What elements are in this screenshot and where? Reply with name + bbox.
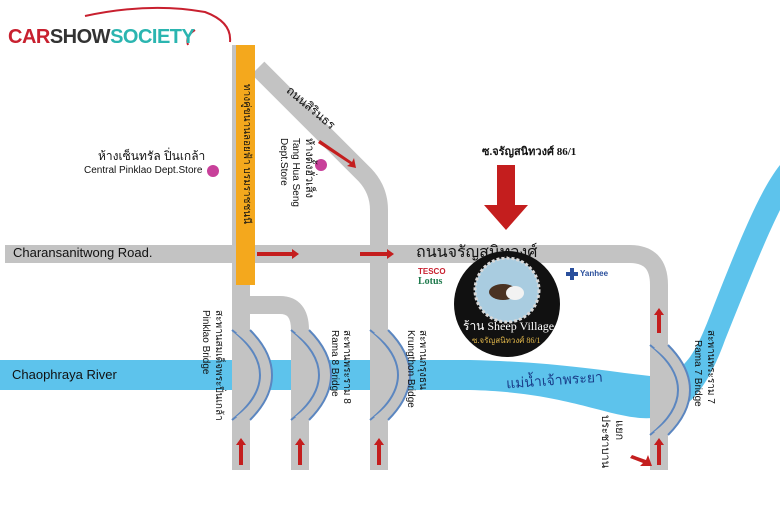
bridge-rama8-th: สะพานพระราม 8 [341, 330, 352, 404]
sheep-icon-white [506, 286, 524, 300]
tanghua-label-en2: Dept.Store [278, 138, 289, 186]
hospital-cross-icon [566, 268, 578, 280]
expressway-bar [236, 45, 255, 285]
logo-car-swoosh [84, 6, 232, 46]
bridge-pinklao-en: Pinklao Bridge [200, 310, 211, 375]
road-label-charansanitwong-th: ถนนจรัญสนิทวงศ์ [416, 244, 538, 261]
shop-soi: ซ.จรัญสนิทวงศ์ 86/1 [472, 336, 541, 345]
yanhee-logo: Yanhee [580, 269, 609, 278]
road-label-charansanitwong-en: Charansanitwong Road. [13, 245, 153, 260]
expressway-label: ทางคู่ขนานลอยฟ้า บรมราชชนนี [241, 84, 252, 224]
road-sirindhorn [251, 61, 388, 470]
direction-arrows [236, 140, 664, 466]
bridge-rama7-en: Rama 7 Bridge [692, 340, 703, 407]
carshowsociety-logo: CARSHOWSOCIETY [8, 26, 195, 48]
junction-label-2: ประชาบาน [599, 415, 611, 469]
bridge-pinklao-th: สะพานสมเด็จพระปิ่นเกล้า [213, 310, 224, 421]
tanghua-label-en1: Tang Hua Seng [290, 138, 301, 207]
lotus-logo: Lotus [418, 276, 443, 287]
central-label-th: ห้างเซ็นทรัล ปิ่นเกล้า [98, 149, 206, 163]
tesco-logo: TESCO [418, 267, 446, 276]
bridge-krungthon-en: Krungthon Bridge [405, 330, 416, 408]
central-label-en: Central Pinklao Dept.Store [84, 165, 203, 176]
road-charansanitwong [5, 245, 668, 470]
river-label-en: Chaophraya River [12, 367, 117, 382]
bridge-krungthon-th: สะพานกรุงธน [417, 330, 428, 390]
bridge-rama8-en: Rama 8 Bridge [329, 330, 340, 397]
tanghua-label-th: ห้างตั้งฮั่วเส็ง [303, 138, 315, 199]
bridge-rama7-th: สะพานพระราม 7 [705, 330, 716, 404]
junction-label-1: แยก [613, 420, 625, 441]
soi-label: ซ.จรัญสนิทวงศ์ 86/1 [482, 146, 577, 158]
mall-icon [207, 165, 219, 177]
arrow-big-down [484, 165, 528, 230]
road-rama8 [241, 296, 309, 470]
shop-name: ร้าน Sheep Village [463, 319, 555, 333]
mall-icon [315, 159, 327, 171]
